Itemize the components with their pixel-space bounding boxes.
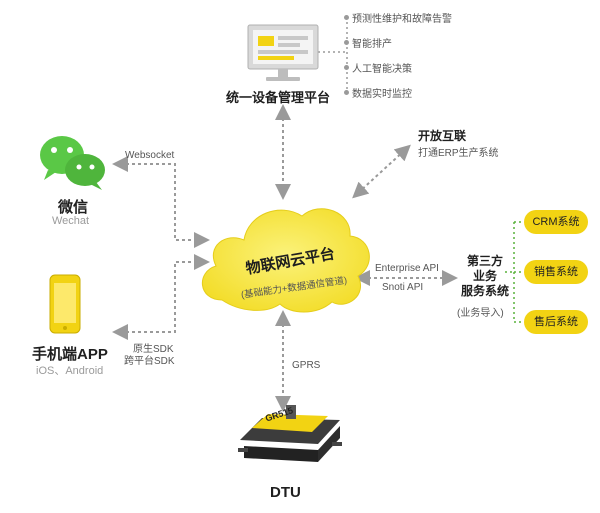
third-party-subtitle: (业务导入) <box>457 308 504 319</box>
feature-list: 预测性维护和故障告警 智能排产 人工智能决策 数据实时监控 <box>352 10 452 110</box>
app-subtitle: iOS、Android <box>36 365 104 377</box>
enterprise-api-label: Enterprise API <box>375 263 439 274</box>
wechat-cloud-arrow <box>112 156 210 248</box>
feature-item: 人工智能决策 <box>352 64 412 75</box>
wechat-subtitle: Wechat <box>52 215 90 227</box>
feature-item: 预测性维护和故障告警 <box>352 14 452 25</box>
third-party-title-line3: 服务系统 <box>460 284 509 298</box>
open-interconnect-title: 开放互联 <box>418 129 467 143</box>
app-title: 手机端APP <box>32 346 108 363</box>
app-cloud-arrow <box>112 254 210 340</box>
sales-system-pill: 销售系统 <box>524 260 588 284</box>
platform-title: 统一设备管理平台 <box>226 90 331 105</box>
third-party-title-line2: 业务 <box>472 269 497 283</box>
gprs-label: GPRS <box>292 360 321 371</box>
feature-bullets <box>344 10 349 95</box>
open-interconnect-subtitle: 打通ERP生产系统 <box>418 148 499 159</box>
crm-system-pill: CRM系统 <box>524 210 588 234</box>
cloud-erp-arrow <box>352 144 411 199</box>
feature-item: 数据实时监控 <box>352 89 412 100</box>
dtu-title: DTU <box>270 484 301 501</box>
snoti-api-label: Snoti API <box>382 282 424 293</box>
wechat-title: 微信 <box>58 199 89 216</box>
cross-platform-sdk-label: 跨平台SDK <box>124 356 175 367</box>
third-party-title-line1: 第三方 <box>466 254 503 268</box>
websocket-label: Websocket <box>125 150 175 161</box>
native-sdk-label: 原生SDK <box>133 344 174 355</box>
aftersales-system-pill: 售后系统 <box>524 310 588 334</box>
third-party-title: 第三方 业务 服务系统 <box>455 254 515 299</box>
feature-item: 智能排产 <box>352 39 392 50</box>
